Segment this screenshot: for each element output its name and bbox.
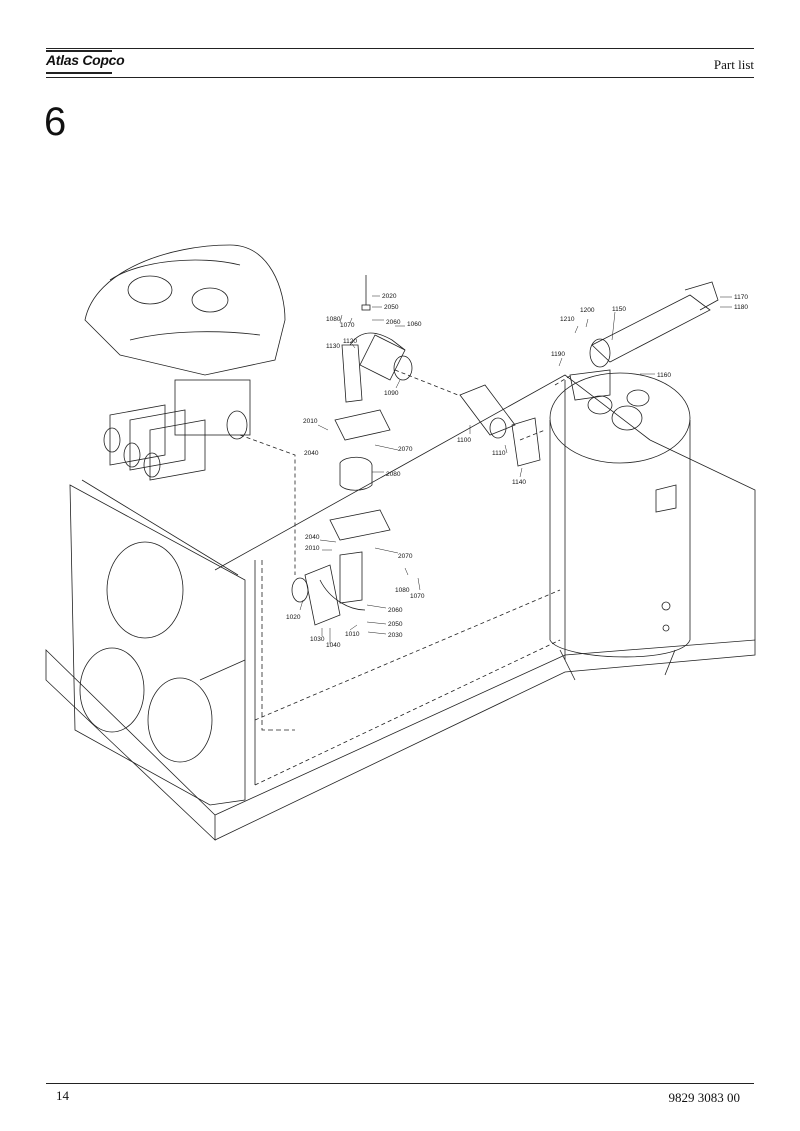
header-rule-top <box>46 48 754 49</box>
upper-pipe-assembly <box>291 275 413 626</box>
callout-2060: 2060 <box>386 319 401 326</box>
callout-1010: 1010 <box>345 631 360 638</box>
callout-1180: 1180 <box>734 304 748 311</box>
callout-2070: 2070 <box>398 446 413 453</box>
callout-1100: 1100 <box>457 437 471 444</box>
document-number: 9829 3083 00 <box>668 1090 741 1105</box>
callout-labels: 2020 2050 2060 1060 1080 1070 1120 1130 … <box>286 293 748 649</box>
callout-2060b: 2060 <box>388 607 403 614</box>
oil-filters <box>103 404 206 481</box>
callout-1070b: 1070 <box>410 593 425 600</box>
callout-leaders <box>299 295 732 644</box>
page-title: Part list <box>713 57 754 72</box>
front-panel <box>69 479 246 806</box>
footer-rule <box>46 1083 754 1084</box>
callout-1030: 1030 <box>310 636 325 643</box>
assembly-leaders <box>239 369 571 575</box>
callout-1080: 1080 <box>326 316 341 323</box>
discharge-pipe <box>459 384 541 467</box>
callout-1110: 1110 <box>492 450 506 457</box>
section-number: 6 <box>44 100 67 144</box>
callout-1160: 1160 <box>657 372 671 379</box>
base-frame <box>45 374 756 841</box>
separator-vessel <box>549 372 691 681</box>
callout-1090: 1090 <box>384 390 399 397</box>
callout-1060: 1060 <box>407 321 422 328</box>
callout-1040: 1040 <box>326 642 341 649</box>
logo-bar-bottom <box>46 72 112 74</box>
atlas-copco-logo: Atlas Copco <box>46 52 125 68</box>
callout-2010b: 2010 <box>305 545 320 552</box>
callout-1070: 1070 <box>340 322 355 329</box>
callout-1080b: 1080 <box>395 587 410 594</box>
callout-1130: 1130 <box>326 343 340 350</box>
callout-2050b: 2050 <box>388 621 403 628</box>
callout-2040b: 2040 <box>305 534 320 541</box>
top-pipe <box>569 281 719 401</box>
compressor-element <box>84 244 286 440</box>
callout-1210: 1210 <box>560 316 575 323</box>
callout-2040: 2040 <box>304 450 319 457</box>
callout-2050: 2050 <box>384 304 399 311</box>
callout-2080: 2080 <box>386 471 401 478</box>
callout-2030: 2030 <box>388 632 403 639</box>
callout-1020: 1020 <box>286 614 301 621</box>
callout-2070b: 2070 <box>398 553 413 560</box>
callout-1120: 1120 <box>343 338 357 345</box>
callout-1140: 1140 <box>512 479 526 486</box>
logo-bar-top <box>46 50 112 52</box>
callout-2010: 2010 <box>303 418 318 425</box>
callout-1170: 1170 <box>734 294 748 301</box>
callout-1200: 1200 <box>580 307 595 314</box>
callout-2020: 2020 <box>382 293 397 300</box>
header-rule-bottom <box>46 77 754 78</box>
callout-1150: 1150 <box>612 306 626 313</box>
callout-1190: 1190 <box>551 351 565 358</box>
page-number: 14 <box>56 1088 69 1103</box>
